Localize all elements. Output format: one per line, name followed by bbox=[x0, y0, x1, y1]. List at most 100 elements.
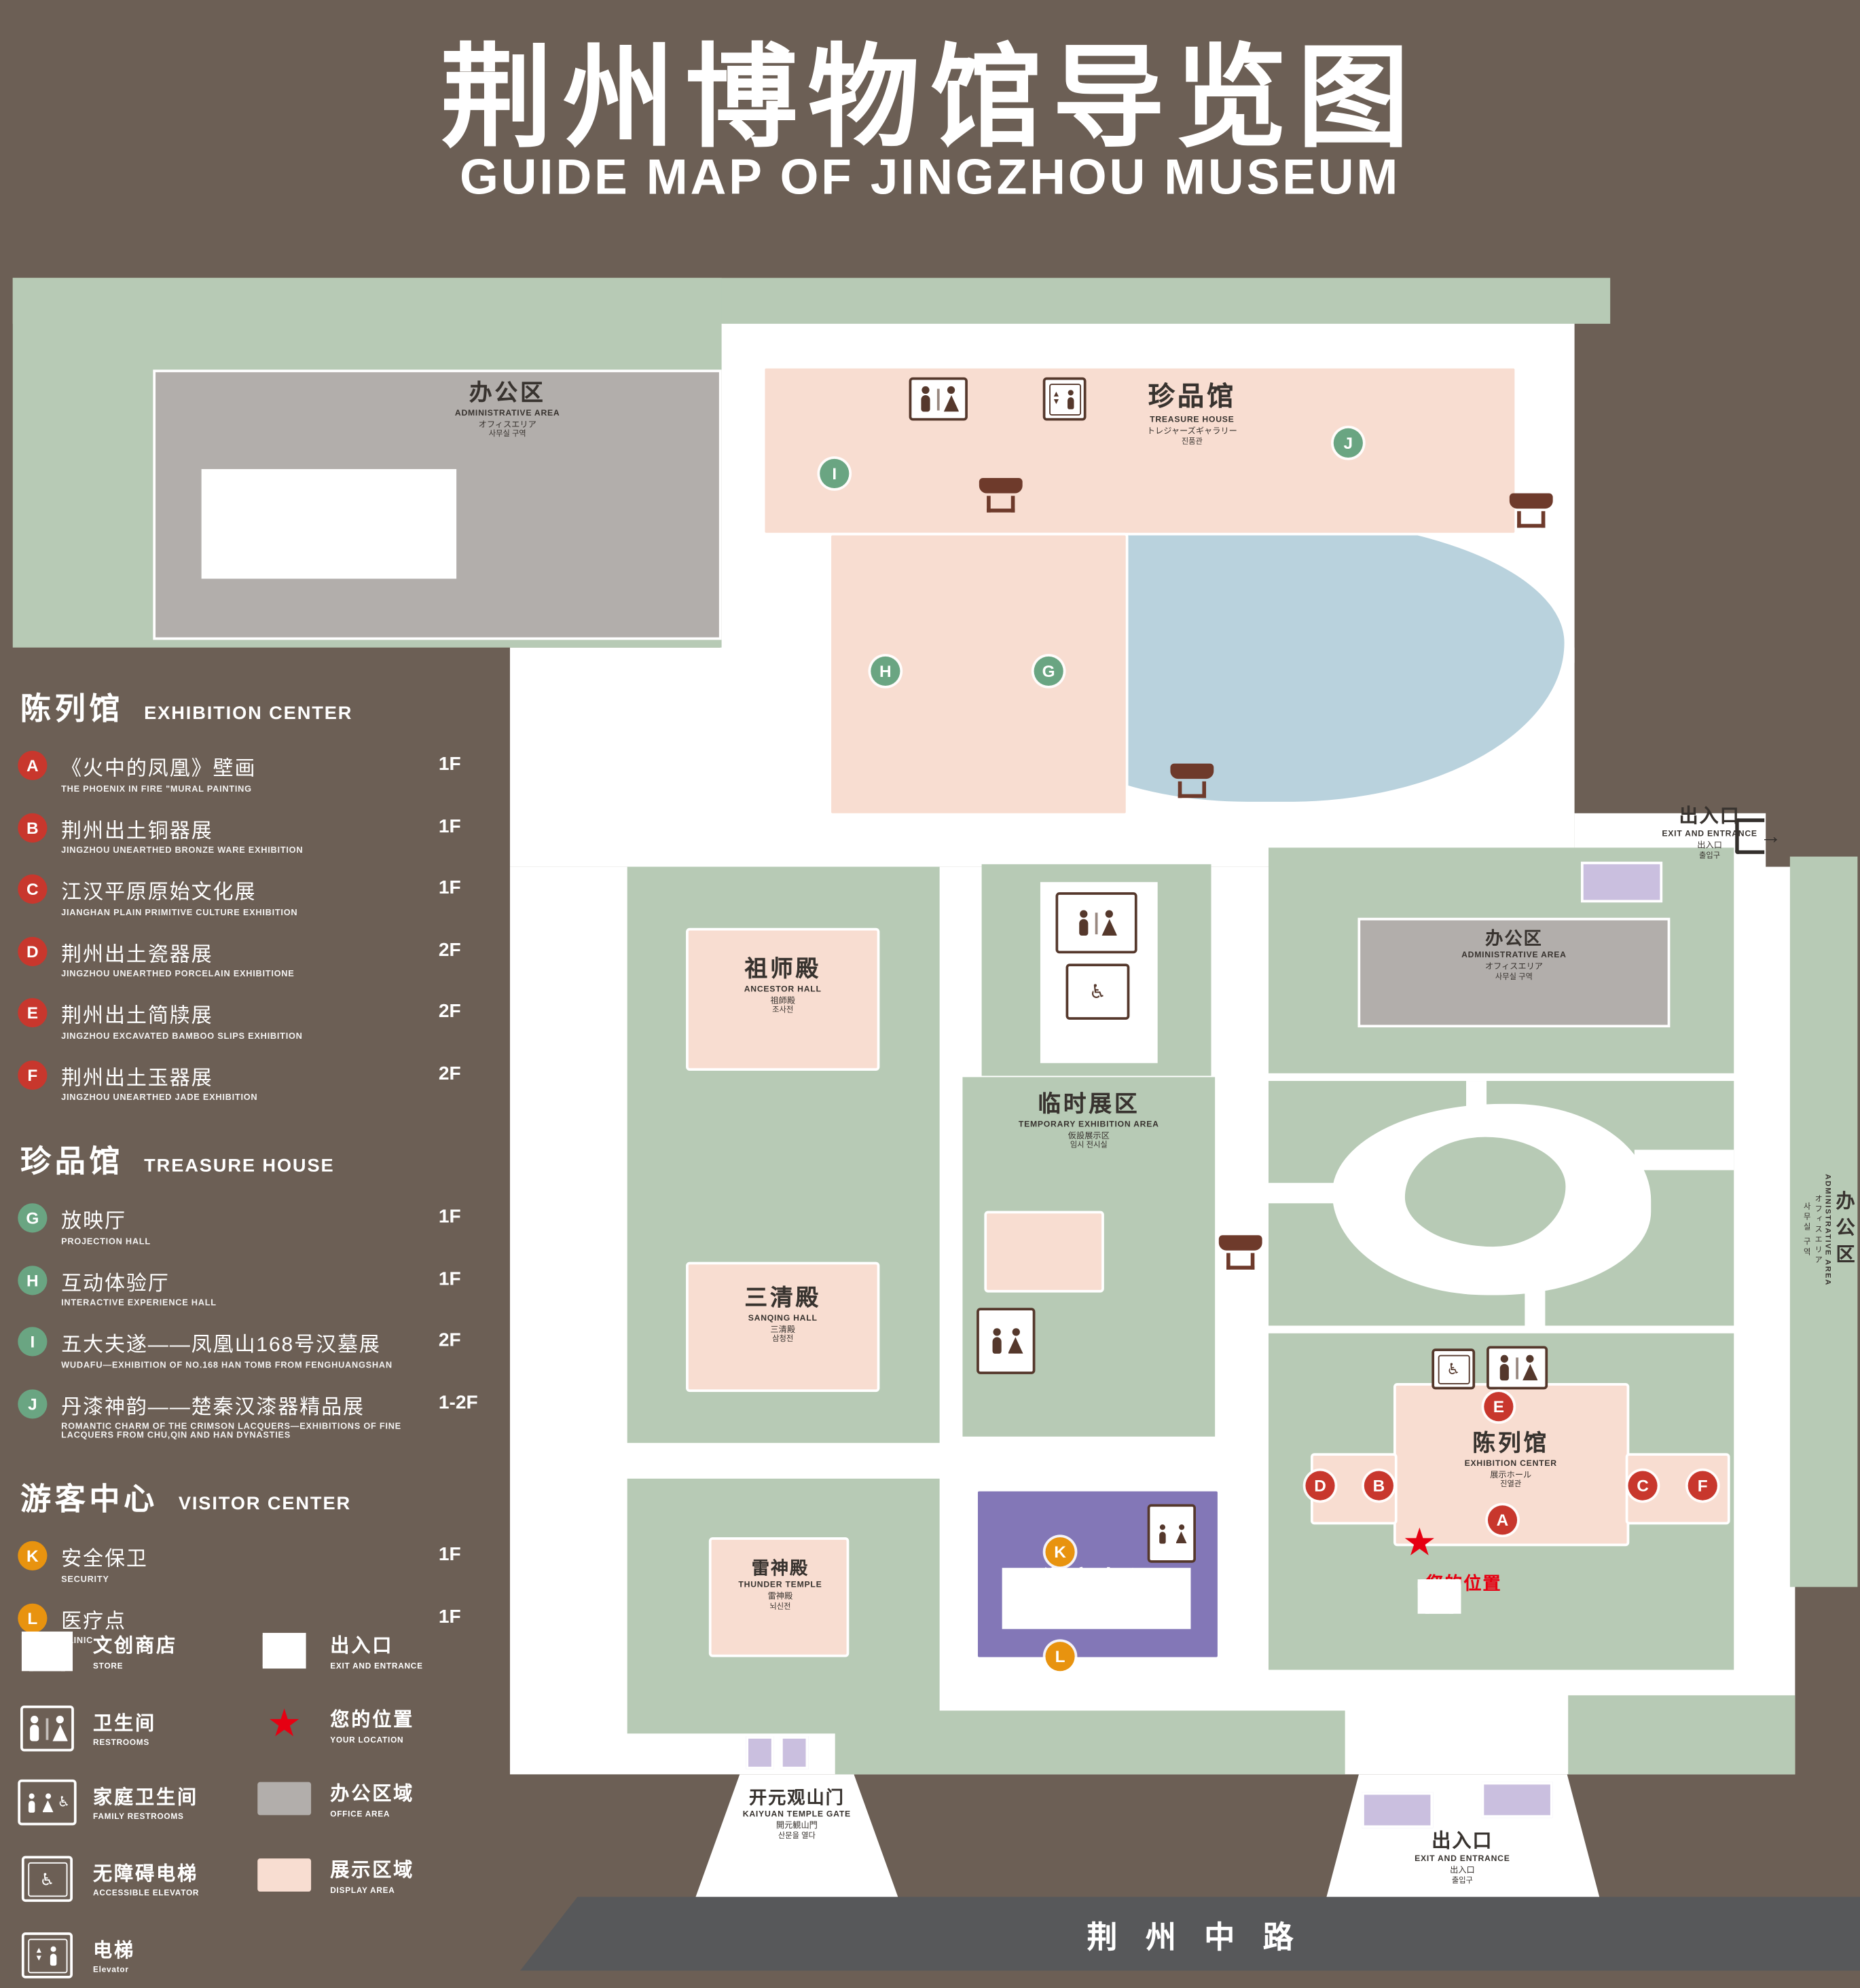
elevator-inner: ♿ bbox=[1437, 1354, 1470, 1384]
marker-h: H bbox=[18, 1265, 48, 1295]
legend-restroom: 卫生间 RESTROOMS bbox=[18, 1705, 157, 1752]
legend-store: 文创商店 STORE bbox=[18, 1632, 177, 1672]
item-text: 荆州出土瓷器展 JINGZHOU UNEARTHED PORCELAIN EXH… bbox=[61, 936, 424, 979]
label-zh: 出入口 bbox=[1679, 805, 1740, 828]
label-ko: 진열관 bbox=[1500, 1481, 1522, 1490]
item-en: JIANGHAN PLAIN PRIMITIVE CULTURE EXHIBIT… bbox=[61, 908, 298, 917]
entrance-marker-south bbox=[1362, 1792, 1434, 1828]
page-subtitle: GUIDE MAP OF JINGZHOU MUSEUM bbox=[459, 150, 1401, 206]
sidebar-index: 陈列馆 EXHIBITION CENTER A 《火中的凤凰》壁画 THE PH… bbox=[18, 683, 494, 1665]
item-en: THE PHOENIX IN FIRE "MURAL PAINTING bbox=[61, 784, 252, 794]
item-floor: 1F bbox=[438, 1543, 461, 1566]
gate-door bbox=[746, 1736, 774, 1769]
item-floor: 1F bbox=[438, 815, 461, 837]
wheelchair-icon: ♿ bbox=[39, 1869, 55, 1889]
list-item-f: F 荆州出土玉器展 JINGZHOU UNEARTHED JADE EXHIBI… bbox=[18, 1060, 494, 1103]
legend-en: EXIT AND ENTRANCE bbox=[330, 1661, 423, 1671]
legend-office-area: 办公区域 OFFICE AREA bbox=[255, 1780, 414, 1818]
section-title-en: TREASURE HOUSE bbox=[144, 1156, 335, 1177]
legend-accessible-elevator: ♿ 无障碍电梯 ACCESSIBLE ELEVATOR bbox=[18, 1856, 199, 1902]
label-zh: 开元观山门 bbox=[748, 1787, 845, 1808]
list-item-j: J 丹漆神韵——楚秦汉漆器精品展 ROMANTIC CHARM OF THE C… bbox=[18, 1388, 494, 1440]
label-en: ADMINISTRATIVE AREA bbox=[1823, 1174, 1831, 1287]
item-zh: 放映厅 bbox=[61, 1211, 126, 1233]
section-title-en: VISITOR CENTER bbox=[178, 1494, 352, 1515]
label-en: THUNDER TEMPLE bbox=[738, 1581, 822, 1590]
item-floor: 1F bbox=[438, 1268, 461, 1289]
green-area-far-east bbox=[1789, 856, 1858, 1587]
label-admin-northwest: 办公区 ADMINISTRATIVE AREA オフィスエリア 사무실 구역 bbox=[380, 380, 634, 439]
label-ko: 사무실 구역 bbox=[488, 430, 526, 439]
item-floor: 2F bbox=[438, 938, 461, 961]
building-ancestor-hall bbox=[686, 927, 880, 1071]
item-zh: 《火中的凤凰》壁画 bbox=[61, 758, 257, 780]
man-icon bbox=[1157, 1524, 1167, 1543]
item-en: WUDAFU—EXHIBITION OF NO.168 HAN TOMB FRO… bbox=[61, 1361, 393, 1370]
your-location-star-icon: ★ bbox=[267, 1703, 302, 1746]
section-title-en: EXHIBITION CENTER bbox=[144, 703, 353, 724]
exit-icon bbox=[1735, 818, 1779, 854]
elevator-inner: ▲ ▼ bbox=[1048, 383, 1081, 416]
marker-k: K bbox=[18, 1541, 48, 1570]
map-marker-a: A bbox=[1487, 1505, 1518, 1535]
marker-g: G bbox=[18, 1203, 48, 1233]
wheelchair-icon: ♿ bbox=[1089, 980, 1107, 1003]
marker-a: A bbox=[18, 750, 48, 780]
elevator-inner: ▲ ▼ bbox=[27, 1938, 67, 1973]
label-ko: 사무실 구역 bbox=[1495, 973, 1533, 981]
gate-door bbox=[780, 1736, 809, 1769]
restroom-icon bbox=[20, 1705, 74, 1752]
label-ja: 祖師殿 bbox=[770, 996, 796, 1006]
item-en: JINGZHOU UNEARTHED PORCELAIN EXHIBITIONE bbox=[61, 970, 295, 979]
label-ja: 雷神殿 bbox=[767, 1591, 793, 1602]
label-ancestor-hall: 祖师殿 ANCESTOR HALL 祖師殿 조사전 bbox=[686, 956, 879, 1016]
item-text: 五大夫遂——凤凰山168号汉墓展 WUDAFU—EXHIBITION OF NO… bbox=[61, 1327, 424, 1370]
legend-en: RESTROOMS bbox=[93, 1739, 150, 1748]
label-ja: 出入口 bbox=[1697, 841, 1722, 851]
store-stand bbox=[984, 1211, 1104, 1293]
legend-text: 出入口 EXIT AND ENTRANCE bbox=[330, 1632, 423, 1671]
woman-icon bbox=[53, 1715, 67, 1742]
label-en: ADMINISTRATIVE AREA bbox=[454, 409, 560, 418]
list-item-c: C 江汉平原原始文化展 JIANGHAN PLAIN PRIMITIVE CUL… bbox=[18, 874, 494, 917]
accessible-elevator-icon: ♿ bbox=[21, 1856, 73, 1902]
elevator-icon: ▲ ▼ bbox=[21, 1932, 73, 1978]
store-icon bbox=[1170, 763, 1214, 798]
restroom-icon bbox=[1055, 892, 1137, 954]
marker-d: D bbox=[18, 936, 48, 966]
label-en: ADMINISTRATIVE AREA bbox=[1461, 951, 1567, 960]
man-icon bbox=[918, 386, 932, 412]
item-floor: 1F bbox=[438, 1206, 461, 1228]
marker-c: C bbox=[18, 874, 48, 904]
list-item-h: H 互动体验厅 INTERACTIVE EXPERIENCE HALL 1F bbox=[18, 1265, 494, 1308]
label-ko: 조사전 bbox=[772, 1007, 794, 1015]
legend-zh: 卫生间 bbox=[93, 1712, 157, 1735]
elevator-arrows-icon: ▲ ▼ bbox=[35, 1947, 43, 1964]
man-icon bbox=[989, 1327, 1004, 1354]
item-text: 荆州出土玉器展 JINGZHOU UNEARTHED JADE EXHIBITI… bbox=[61, 1060, 424, 1103]
label-temporary-area: 临时展区 TEMPORARY EXHIBITION AREA 仮設展示区 임시 … bbox=[962, 1091, 1215, 1151]
store-icon bbox=[1218, 1235, 1262, 1270]
legend-elevator: ▲ ▼ 电梯 Elevator bbox=[18, 1932, 135, 1978]
legend-zh: 办公区域 bbox=[330, 1783, 415, 1805]
marker-b: B bbox=[18, 812, 48, 843]
restroom-icon bbox=[977, 1308, 1036, 1374]
park-path bbox=[1269, 1183, 1348, 1204]
display-area-swatch bbox=[257, 1858, 312, 1892]
item-floor: 1-2F bbox=[438, 1391, 478, 1414]
man-icon bbox=[48, 1946, 58, 1965]
label-ja: オフィスエリア bbox=[478, 420, 536, 430]
item-zh: 荆州出土瓷器展 bbox=[61, 944, 213, 966]
label-ja: 仮設展示区 bbox=[1068, 1131, 1110, 1141]
map-marker-h: H bbox=[871, 656, 900, 686]
legend-en: YOUR LOCATION bbox=[330, 1735, 404, 1745]
section-heading-treasure-house: 珍品馆 TREASURE HOUSE bbox=[20, 1136, 494, 1181]
park-island bbox=[1404, 1137, 1566, 1247]
label-en: ANCESTOR HALL bbox=[744, 984, 822, 994]
wheelchair-icon: ♿ bbox=[57, 1794, 71, 1809]
item-zh: 江汉平原原始文化展 bbox=[61, 882, 257, 904]
marker-l: L bbox=[18, 1602, 48, 1633]
section-title-zh: 陈列馆 bbox=[20, 692, 124, 727]
elevator-icon: ▲ ▼ bbox=[1042, 377, 1087, 421]
item-en: JINGZHOU EXCAVATED BAMBOO SLIPS EXHIBITI… bbox=[61, 1031, 303, 1041]
